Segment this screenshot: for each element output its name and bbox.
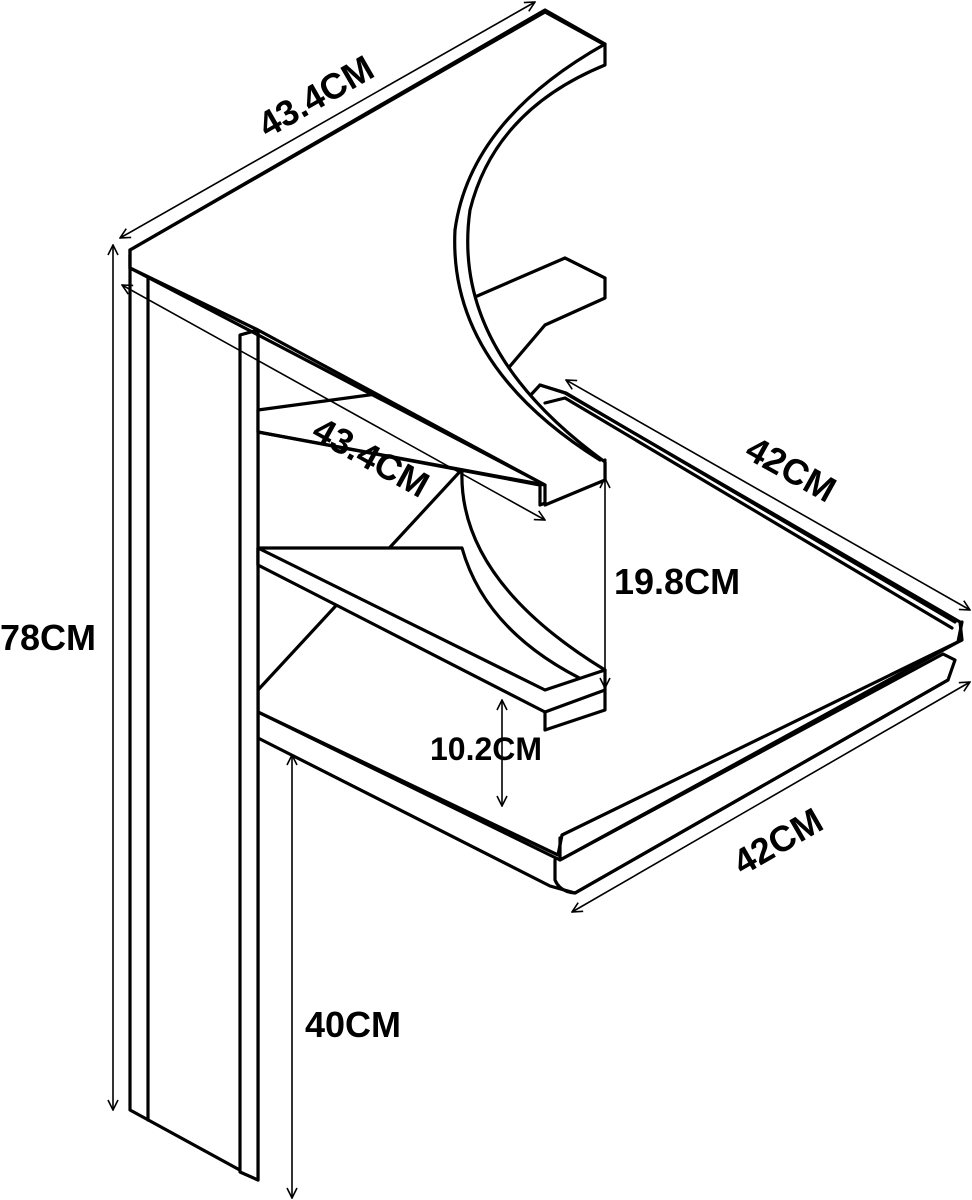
bottom-depth-label: 42CM [726, 799, 830, 883]
upper-gap-label: 19.8CM [614, 561, 740, 602]
side-depth-label: 42CM [739, 428, 843, 510]
lower-gap-label: 10.2CM [430, 731, 542, 767]
total-height-label: 78CM [0, 617, 96, 658]
leg-clearance-label: 40CM [305, 1004, 401, 1045]
dimension-lines [113, 2, 970, 1198]
left-side-panel [128, 253, 260, 1182]
